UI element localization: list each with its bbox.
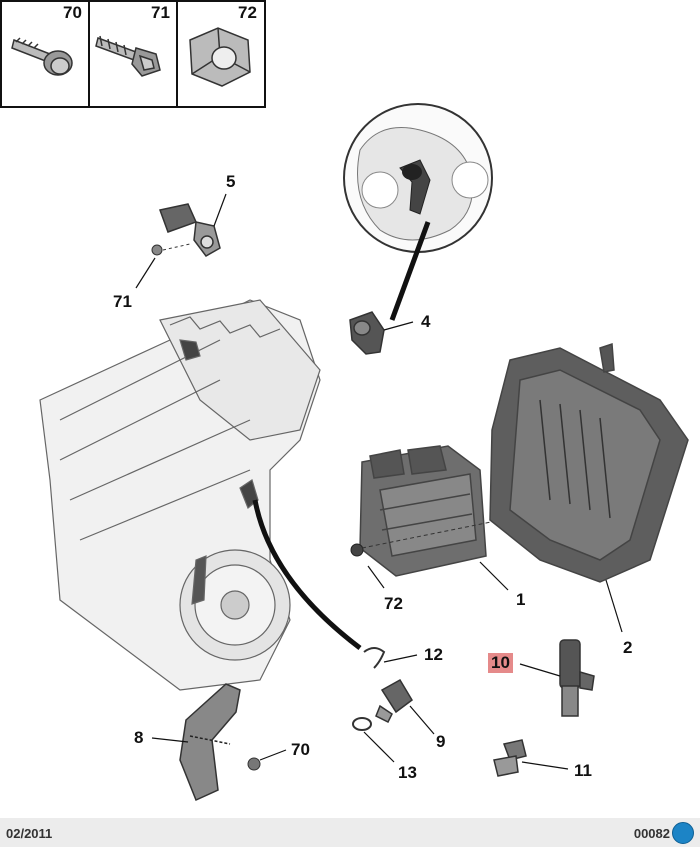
- callout-12: 12: [424, 645, 443, 664]
- clip-12: [363, 647, 386, 669]
- footer-bar: 02/2011 00082: [0, 818, 700, 847]
- solenoid-valve-10: [559, 639, 595, 717]
- screw-icon: [95, 35, 161, 77]
- callout-1: 1: [516, 590, 526, 609]
- engine-block: [39, 299, 321, 691]
- legend-label-71: 71: [151, 3, 170, 22]
- callout-9: 9: [436, 732, 446, 751]
- callout-4: 4: [421, 312, 431, 331]
- footer-date: 02/2011: [6, 826, 53, 841]
- bolt-washer-icon: [11, 37, 73, 76]
- callout-5: 5: [226, 172, 236, 191]
- pressure-sensor-9: [375, 678, 413, 724]
- knock-sensor-detail: [343, 103, 493, 253]
- legend-box: [0, 0, 266, 108]
- nut-72-small: [350, 543, 364, 557]
- ecu-housing: [489, 342, 689, 583]
- footer-code: 00082: [633, 826, 670, 841]
- callout-11: 11: [574, 761, 592, 780]
- bracket-8: [179, 683, 241, 802]
- bolt-70-small: [247, 757, 261, 771]
- camshaft-sensor: [159, 203, 221, 257]
- ecu-module: [359, 445, 487, 577]
- callout-72: 72: [384, 594, 403, 613]
- chat-icon[interactable]: [672, 822, 694, 844]
- nut-icon: [189, 27, 251, 87]
- callout-2: 2: [623, 638, 633, 657]
- legend-label-72: 72: [238, 3, 257, 22]
- callout-13: 13: [398, 763, 417, 782]
- callout-8: 8: [134, 728, 144, 747]
- knock-sensor: [349, 311, 385, 355]
- legend-label-70: 70: [63, 3, 82, 22]
- seal-13: [352, 717, 372, 731]
- callout-71: 71: [113, 292, 132, 311]
- speed-sensor-11: [493, 739, 527, 777]
- screw-71-small: [151, 243, 191, 256]
- callout-10[interactable]: 10: [488, 653, 513, 673]
- callout-70: 70: [291, 740, 310, 759]
